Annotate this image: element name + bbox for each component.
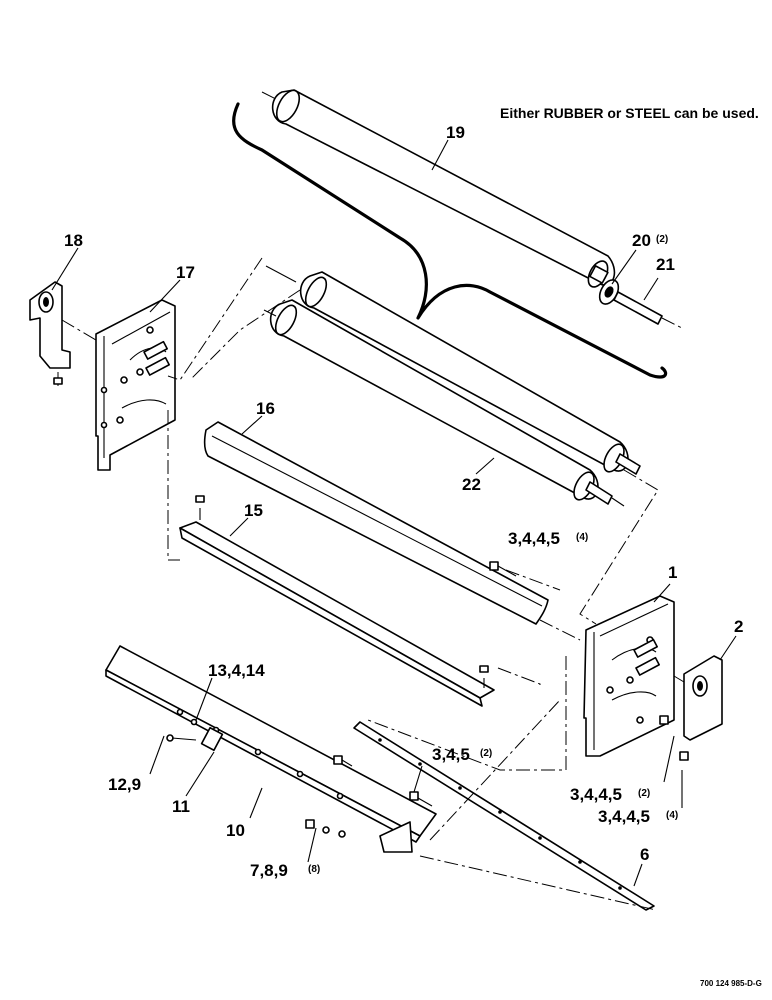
callout-3-right-upper: 3,4,4,5 (2) xyxy=(570,785,650,804)
callout-19: 19 xyxy=(446,123,465,142)
callout-3-right-lower-label: 3,4,4,5 xyxy=(598,807,650,826)
callout-11-label: 11 xyxy=(172,797,190,816)
roller-22-lower xyxy=(263,299,625,507)
callout-10-label: 10 xyxy=(226,821,245,840)
callout-3-top: 3,4,4,5 (4) xyxy=(508,529,588,548)
leader-lines xyxy=(51,139,737,887)
alternate-roller-group xyxy=(232,89,683,379)
drawing-number: 700 124 985-D-G xyxy=(700,979,762,988)
callout-16: 16 xyxy=(256,399,275,418)
angle-15 xyxy=(179,495,495,707)
callout-1: 1 xyxy=(668,563,677,582)
callout-1-label: 1 xyxy=(668,563,677,582)
hardware xyxy=(166,561,669,838)
alternate-bracket-line xyxy=(232,102,668,379)
callout-3-middle: 3,4,5 (2) xyxy=(432,745,492,764)
callout-12-label: 12,9 xyxy=(108,775,141,794)
callout-3-right-lower-qty: (4) xyxy=(666,810,678,821)
callout-15-label: 15 xyxy=(244,501,263,520)
callout-18-label: 18 xyxy=(64,231,83,250)
callout-15: 15 xyxy=(244,501,263,520)
callout-2-label: 2 xyxy=(734,617,743,636)
callout-3-top-qty: (4) xyxy=(576,532,588,543)
shaft-21 xyxy=(613,291,683,329)
roller-22-upper xyxy=(265,265,641,475)
callout-19-label: 19 xyxy=(446,123,465,142)
callout-16-label: 16 xyxy=(256,399,275,418)
callout-20: 20 (2) xyxy=(632,231,668,250)
panel-10 xyxy=(105,645,437,853)
callout-18: 18 xyxy=(64,231,83,250)
callout-6-label: 6 xyxy=(640,845,649,864)
callout-3-middle-label: 3,4,5 xyxy=(432,745,470,764)
callout-22: 22 xyxy=(462,475,481,494)
callout-3-right-upper-qty: (2) xyxy=(638,788,650,799)
callout-10: 10 xyxy=(226,821,245,840)
scraper-16 xyxy=(203,421,549,625)
callout-13: 13,4,14 xyxy=(208,661,265,680)
callout-2: 2 xyxy=(734,617,743,636)
callout-17: 17 xyxy=(176,263,195,282)
callout-22-label: 22 xyxy=(462,475,481,494)
centerlines xyxy=(167,257,659,911)
bracket-18 xyxy=(29,281,97,390)
callout-21: 21 xyxy=(656,255,675,274)
left-side-plate-17 xyxy=(95,299,176,471)
callout-3-middle-qty: (2) xyxy=(480,748,492,759)
callout-3-top-label: 3,4,4,5 xyxy=(508,529,560,548)
callout-13-label: 13,4,14 xyxy=(208,661,265,680)
callout-6: 6 xyxy=(640,845,649,864)
callout-21-label: 21 xyxy=(656,255,675,274)
bracket-2 xyxy=(673,655,723,761)
callout-12: 12,9 xyxy=(108,775,141,794)
rubber-or-steel-roller xyxy=(271,89,616,288)
callout-11: 11 xyxy=(172,797,190,816)
callout-7: 7,8,9 (8) xyxy=(250,861,320,880)
callout-7-label: 7,8,9 xyxy=(250,861,288,880)
callout-3-right-lower: 3,4,4,5 (4) xyxy=(598,807,678,826)
callout-20-qty: (2) xyxy=(656,234,668,245)
strip-6 xyxy=(353,721,655,911)
callout-3-right-upper-label: 3,4,4,5 xyxy=(570,785,622,804)
callout-20-label: 20 xyxy=(632,231,651,250)
right-side-plate-1 xyxy=(583,595,675,757)
material-note: Either RUBBER or STEEL can be used. xyxy=(500,105,759,121)
callout-7-qty: (8) xyxy=(308,864,320,875)
callout-17-label: 17 xyxy=(176,263,195,282)
bearing-20 xyxy=(598,279,620,305)
